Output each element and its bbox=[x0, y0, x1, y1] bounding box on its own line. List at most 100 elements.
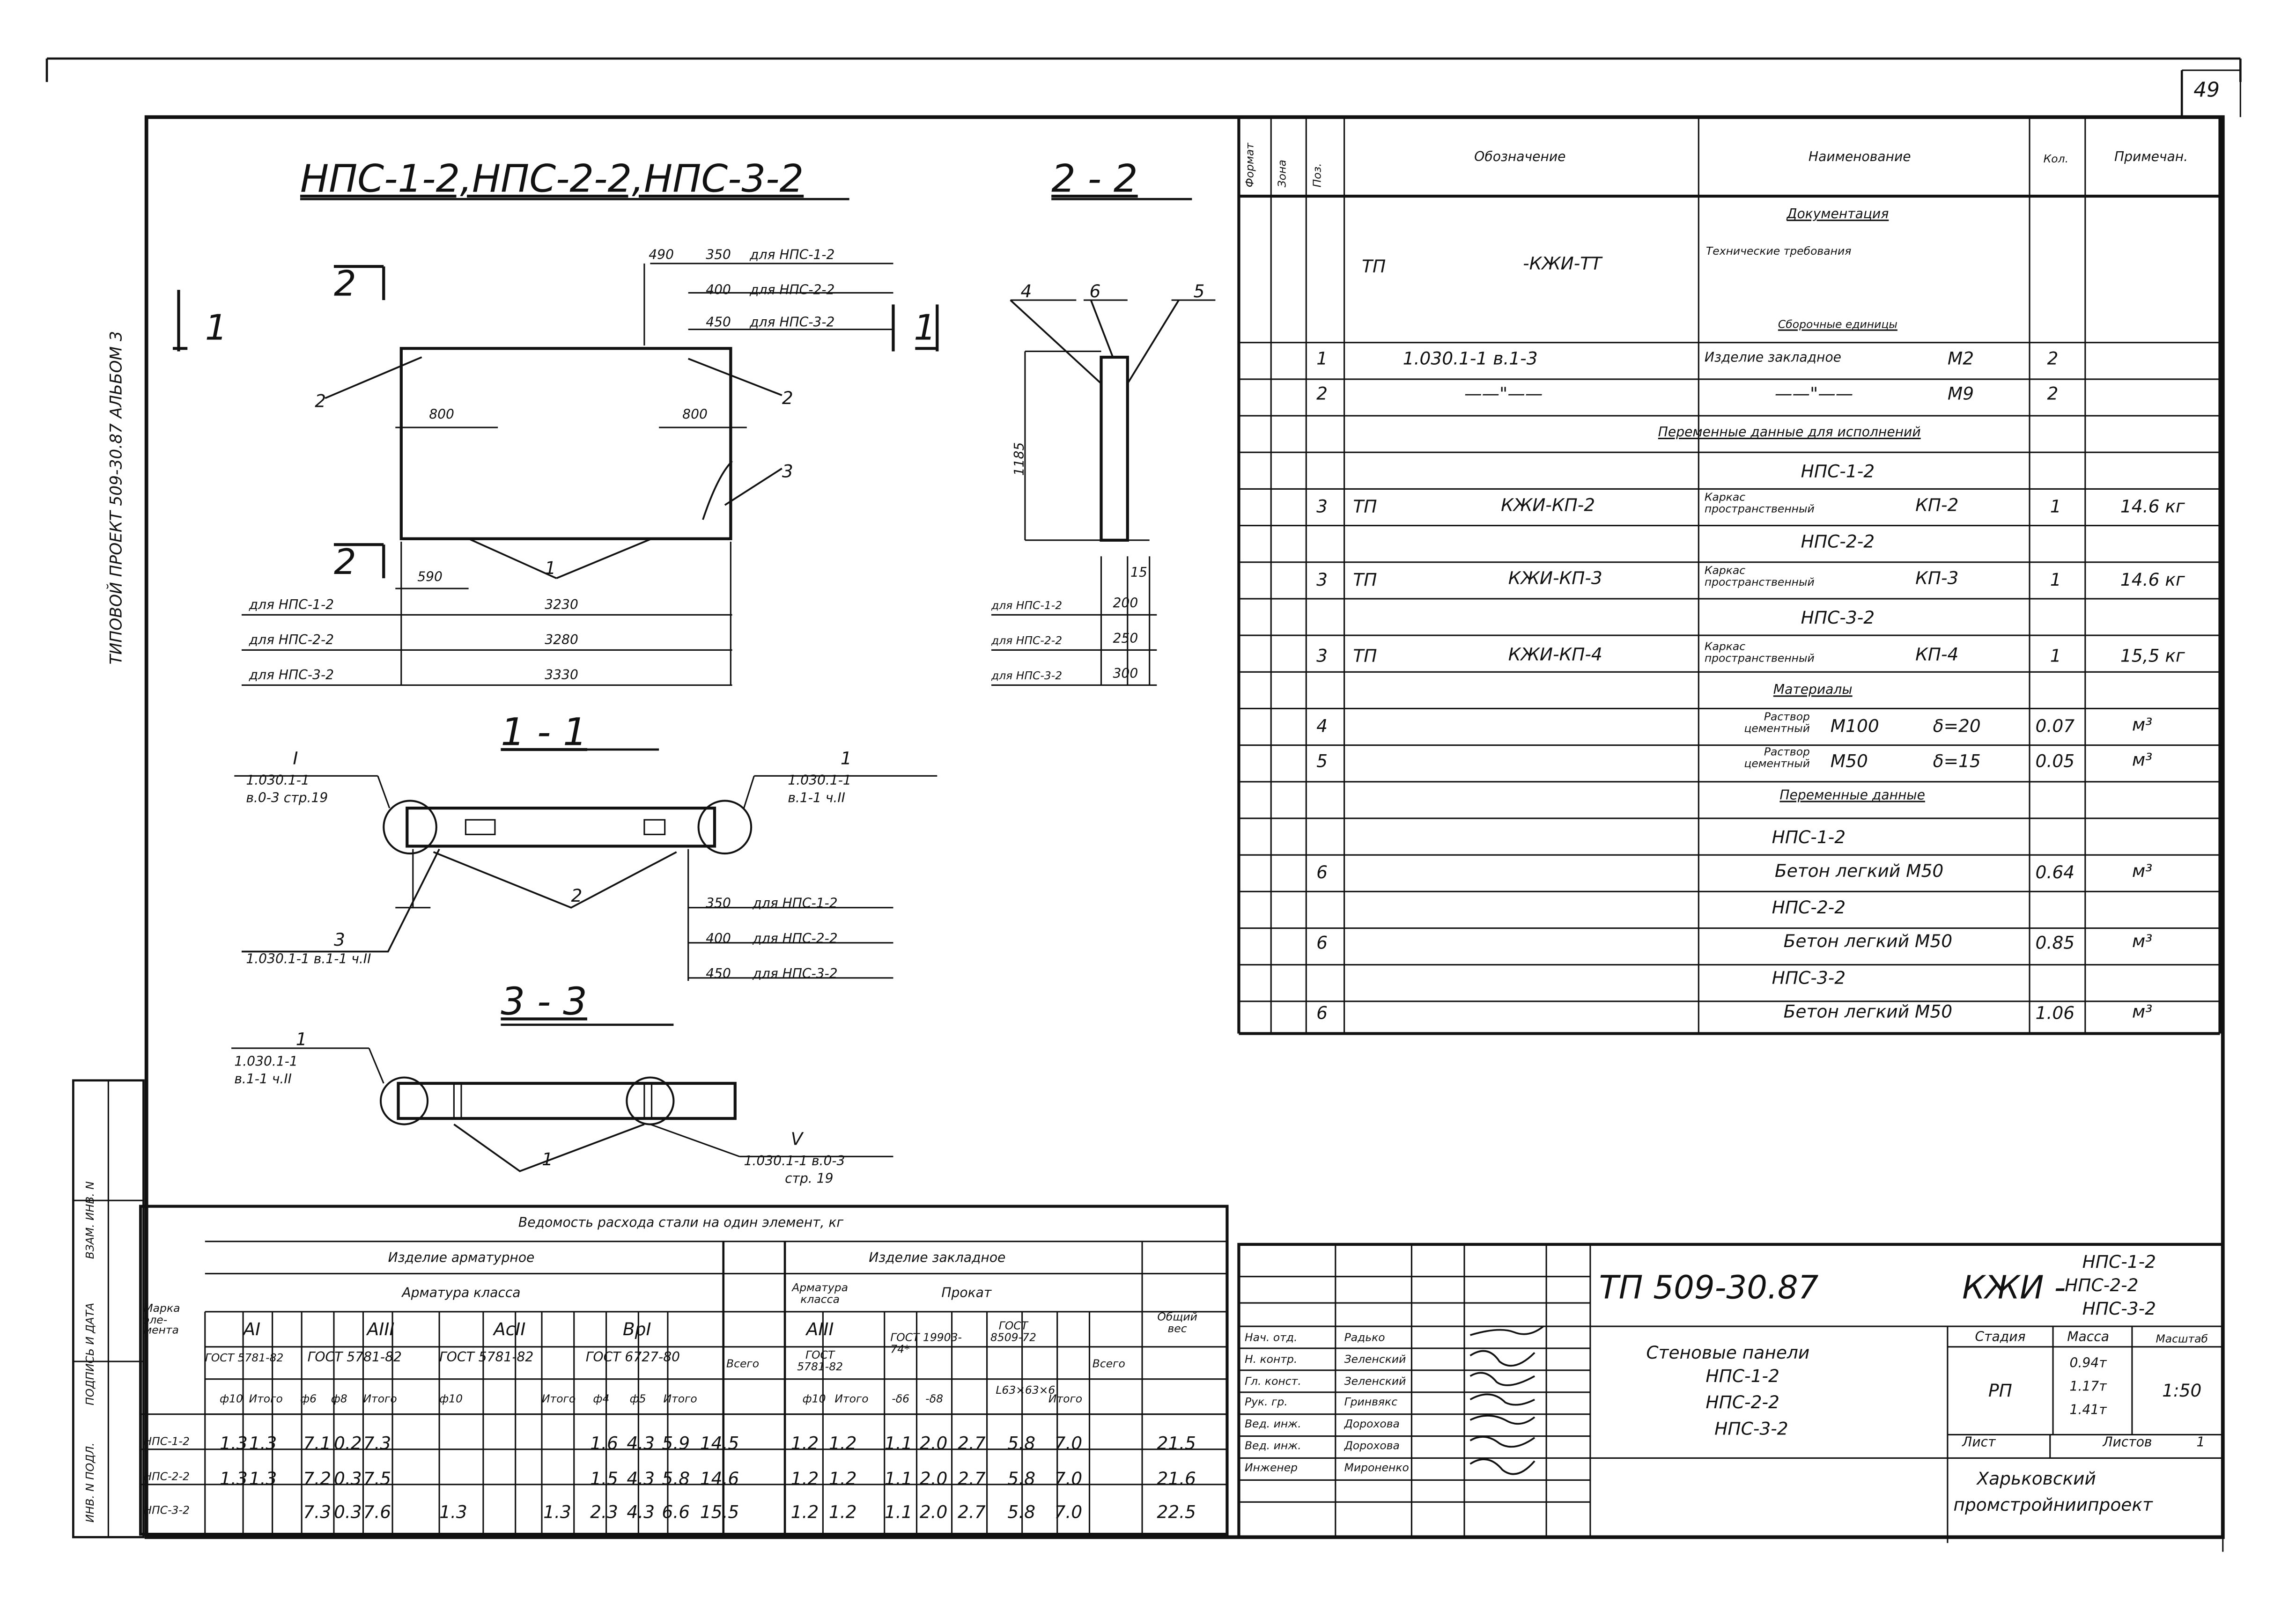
row-name: Бетон легкий М50 bbox=[1774, 860, 1944, 882]
ref: V bbox=[790, 1128, 803, 1149]
steel-gost: ГОСТ 5781-82 bbox=[205, 1351, 284, 1365]
row-pos: 1 bbox=[1316, 348, 1328, 369]
steel-subheader: Итого bbox=[663, 1392, 697, 1405]
sig bbox=[1469, 1458, 1536, 1475]
stamp-person: Зеленский bbox=[1344, 1352, 1406, 1366]
dim: 450 bbox=[706, 967, 731, 983]
ref: 1.030.1-1 bbox=[234, 1055, 298, 1070]
steel-cell: 21.6 bbox=[1157, 1468, 1196, 1489]
ref: стр. 19 bbox=[785, 1172, 834, 1187]
steel-subheader: ф5 bbox=[629, 1392, 646, 1405]
steel-row-mark: НПС-1-2 bbox=[143, 1434, 190, 1448]
steel-subheader: Итого bbox=[1048, 1392, 1083, 1405]
group-title: НПС-1-2 bbox=[1801, 461, 1875, 482]
group-title: НПС-3-2 bbox=[1772, 967, 1846, 988]
ref: в.0-3 стр.19 bbox=[246, 792, 328, 807]
steel-cell: 7.2 bbox=[303, 1468, 331, 1489]
steel-h-emb-arm: Арматура класса bbox=[792, 1281, 849, 1305]
ref: 1 bbox=[295, 1029, 307, 1050]
sig bbox=[1469, 1393, 1535, 1406]
stamp-role: Гл. конст. bbox=[1244, 1374, 1301, 1388]
steel-cell: 5.9 bbox=[662, 1433, 690, 1454]
section-mark-2b: 2 bbox=[333, 541, 356, 583]
stamp-mark: НПС-1-2 bbox=[2082, 1251, 2156, 1272]
steel-subheader: Итого bbox=[249, 1392, 283, 1405]
spec-tp-code: -КЖИ-ТТ bbox=[1523, 253, 1602, 274]
stamp-sheets: Листов bbox=[2103, 1436, 2152, 1451]
row-qty: 0.64 bbox=[2035, 862, 2075, 883]
steel-cell: 21.5 bbox=[1157, 1433, 1196, 1454]
sec22-row-value: 300 bbox=[1113, 667, 1138, 683]
sec22-row-label: для НПС-2-2 bbox=[991, 633, 1063, 647]
steel-cell: 6.6 bbox=[662, 1502, 690, 1523]
row-pos: 3 bbox=[1316, 496, 1328, 517]
row-note: м³ bbox=[2132, 750, 2153, 770]
leader-3 bbox=[241, 848, 440, 953]
line bbox=[1090, 300, 1114, 358]
row-des: ——"—— bbox=[1464, 383, 1543, 404]
steel-cell: 1.1 bbox=[884, 1468, 913, 1489]
spec-tech: Технические требования bbox=[1705, 244, 1852, 258]
steel-cell: 22.5 bbox=[1157, 1502, 1196, 1523]
line bbox=[650, 1124, 740, 1157]
hdr-format: Формат bbox=[1243, 143, 1256, 188]
stamp-name-mark: НПС-1-2 bbox=[1705, 1366, 1779, 1387]
section-mark-1b: 1 bbox=[914, 307, 937, 349]
steel-cell: 7.1 bbox=[303, 1433, 331, 1454]
steel-subheader: ф4 bbox=[593, 1392, 610, 1405]
dim-800: 800 bbox=[429, 408, 454, 423]
steel-subheader: ф10 bbox=[220, 1392, 243, 1405]
side-title: ТИПОВОЙ ПРОЕКТ 509-30.87 АЛЬБОМ 3 bbox=[107, 331, 126, 665]
sec22-row-value: 200 bbox=[1113, 597, 1138, 612]
stamp-sheets-n: 1 bbox=[2196, 1436, 2205, 1451]
steel-cell: 14.6 bbox=[700, 1468, 739, 1489]
row-pos: 3 bbox=[1316, 569, 1328, 590]
row-name: Изделие закладное bbox=[1704, 351, 1842, 366]
stamp-role: Нач. отд. bbox=[1244, 1331, 1298, 1344]
sec22-label-6: 6 bbox=[1089, 281, 1101, 302]
row-note: 14.6 кг bbox=[2120, 569, 2185, 590]
steel-e-aiii: АIII bbox=[806, 1319, 834, 1340]
steel-cell: 1.1 bbox=[884, 1502, 913, 1523]
group-title: НПС-1-2 bbox=[1772, 827, 1846, 848]
group-title: НПС-2-2 bbox=[1772, 897, 1846, 918]
steel-gost: ГОСТ 5781-82 bbox=[307, 1351, 402, 1366]
len-label: для НПС-2-2 bbox=[249, 633, 334, 649]
sig bbox=[1469, 1436, 1536, 1448]
row-mark: КП-4 bbox=[1915, 644, 1959, 665]
steel-title: Ведомость расхода стали на один элемент,… bbox=[518, 1216, 844, 1231]
stamp-stage-h: Стадия bbox=[1975, 1331, 2026, 1346]
line bbox=[743, 775, 755, 809]
steel-cell: 1.3 bbox=[249, 1433, 277, 1454]
steel-cell: 1.2 bbox=[828, 1502, 857, 1523]
steel-c-aiii: АIII bbox=[367, 1319, 395, 1340]
main-frame bbox=[144, 115, 2225, 1539]
dim-label: для НПС-3-2 bbox=[753, 967, 838, 983]
row-des: КЖИ-КП-4 bbox=[1508, 644, 1602, 665]
steel-cell: 7.0 bbox=[1054, 1468, 1083, 1489]
row-mark: КП-3 bbox=[1915, 568, 1959, 589]
steel-cell: 1.2 bbox=[828, 1468, 857, 1489]
steel-e-gost: ГОСТ 5781-82 bbox=[797, 1348, 843, 1373]
row-d: δ=20 bbox=[1933, 716, 1981, 736]
stamp-person: Дорохова bbox=[1344, 1439, 1400, 1452]
section-3-3-slab bbox=[397, 1081, 737, 1120]
row-name: Каркас пространственный bbox=[1704, 563, 1815, 588]
page-number: 49 bbox=[2193, 79, 2220, 103]
callout-1: 1 bbox=[545, 558, 556, 579]
title-block bbox=[1237, 1243, 2224, 1539]
row-qty: 1 bbox=[2050, 646, 2061, 666]
row-note: 15,5 кг bbox=[2120, 646, 2185, 666]
steel-cell: 1.3 bbox=[439, 1502, 467, 1523]
steel-h-vsego: Всего bbox=[1092, 1357, 1125, 1370]
len-value: 3280 bbox=[545, 633, 578, 649]
steel-cell: 2.7 bbox=[958, 1502, 986, 1523]
steel-cell: 15.5 bbox=[700, 1502, 739, 1523]
embed bbox=[643, 819, 666, 835]
hdr-name: Наименование bbox=[1808, 151, 1911, 166]
row-note: м³ bbox=[2132, 860, 2153, 882]
row-mark: М2 bbox=[1947, 348, 1974, 369]
dim-label: для НПС-3-2 bbox=[750, 316, 835, 331]
callout-2: 2 bbox=[315, 390, 326, 412]
